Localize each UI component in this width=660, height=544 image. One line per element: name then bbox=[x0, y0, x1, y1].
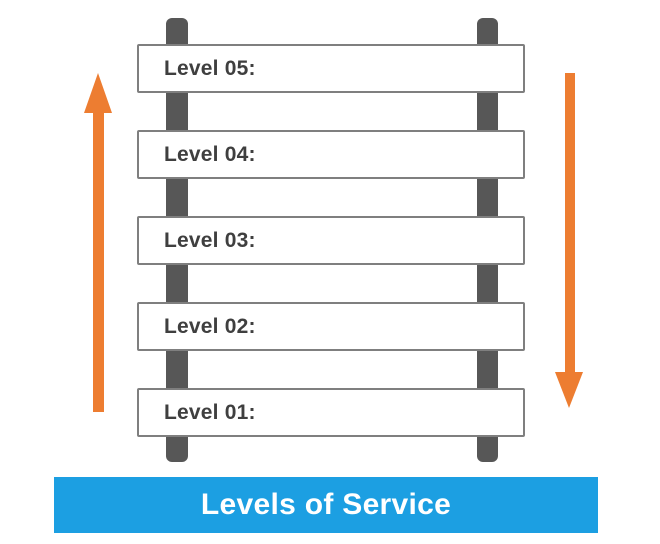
level-label: Level 01: bbox=[164, 400, 256, 424]
ladder-rung-level-03: Level 03: bbox=[137, 216, 525, 265]
title-banner: Levels of Service bbox=[54, 477, 598, 533]
up-arrow-shaft bbox=[93, 111, 104, 412]
ladder-rung-level-01: Level 01: bbox=[137, 388, 525, 437]
down-arrow-head bbox=[555, 372, 583, 408]
up-arrow-head bbox=[84, 73, 112, 113]
level-label: Level 02: bbox=[164, 314, 256, 338]
diagram-title: Levels of Service bbox=[200, 488, 452, 521]
down-arrow-icon bbox=[555, 73, 584, 408]
level-label: Level 05: bbox=[164, 56, 256, 80]
level-label: Level 04: bbox=[164, 142, 256, 166]
ladder-rung-level-02: Level 02: bbox=[137, 302, 525, 351]
level-label: Level 03: bbox=[164, 228, 256, 252]
down-arrow-shaft bbox=[565, 73, 575, 374]
up-arrow-icon bbox=[84, 73, 113, 412]
ladder-rung-level-04: Level 04: bbox=[137, 130, 525, 179]
ladder-rung-level-05: Level 05: bbox=[137, 44, 525, 93]
